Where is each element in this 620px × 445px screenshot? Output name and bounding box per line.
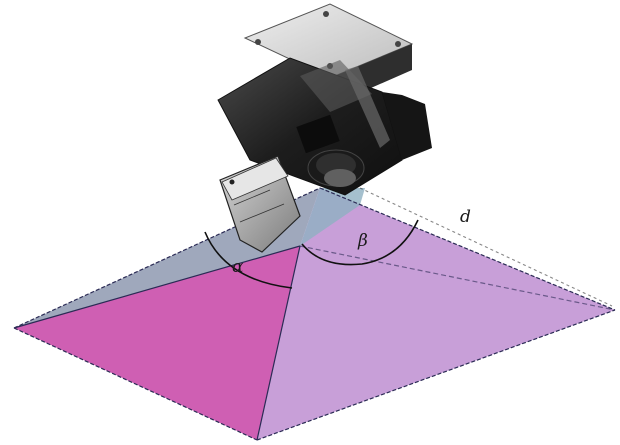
pyramid-edges bbox=[13, 187, 616, 441]
distance-label: d bbox=[460, 207, 471, 227]
pyramid-back-shadow bbox=[300, 188, 365, 246]
pyramid-right-face bbox=[257, 188, 615, 440]
beta-label: β bbox=[357, 231, 368, 251]
pyramid-left-face bbox=[14, 246, 300, 440]
alpha-label: α bbox=[232, 257, 244, 277]
beta-arc bbox=[301, 219, 419, 266]
projector-icon bbox=[217, 57, 432, 196]
alpha-arc bbox=[204, 231, 293, 289]
distance-line bbox=[359, 187, 613, 307]
lens-housing bbox=[219, 155, 301, 253]
